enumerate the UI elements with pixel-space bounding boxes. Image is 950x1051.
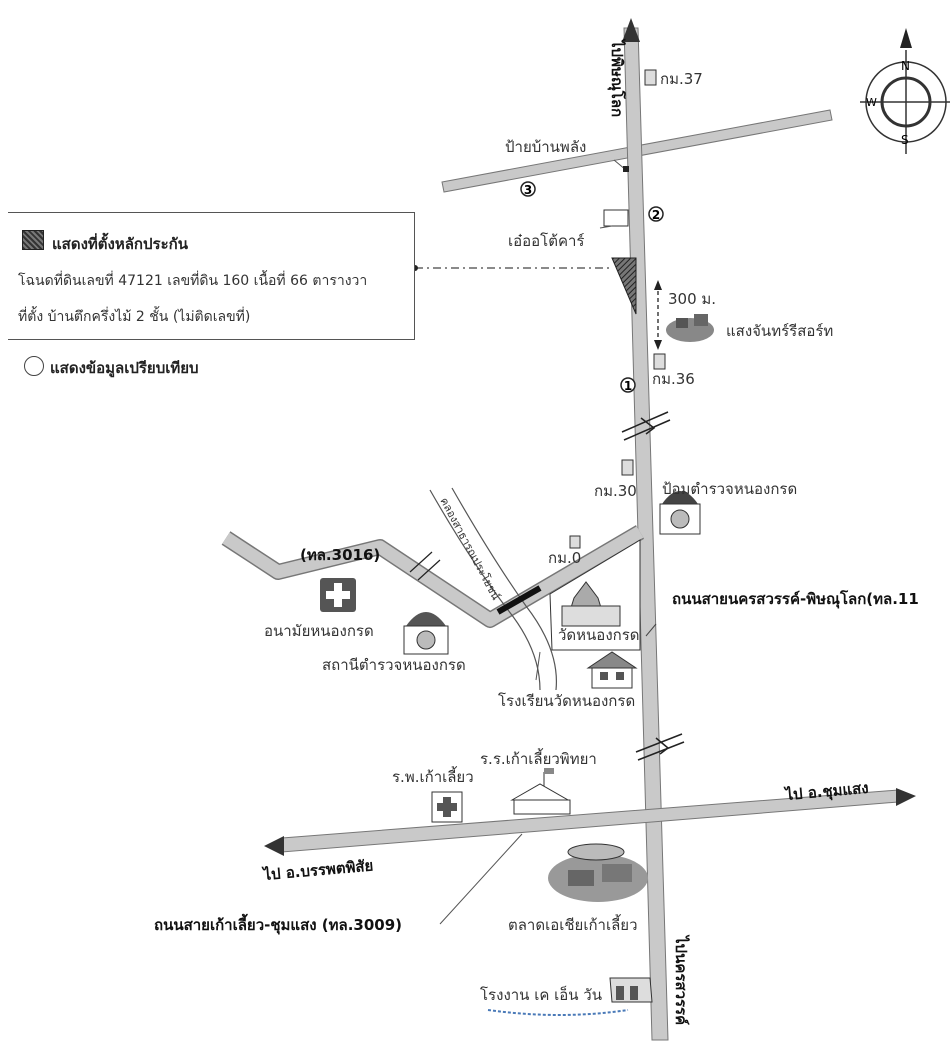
bridge: [496, 585, 542, 615]
compass-w: W: [866, 96, 877, 109]
collateral-site: [611, 257, 637, 315]
km-marker-icon: [653, 353, 666, 370]
main-road-label: ถนนสายนครสวรรค์-พิษณุโลก(ทล.11: [672, 589, 919, 609]
comparison-point-2: 2: [648, 206, 664, 222]
temple-school-label: โรงเรียนวัดหนองกรด: [498, 692, 635, 710]
south-direction-label: ไปนครสวรรค์: [672, 934, 691, 1025]
resort-label: แสงจันทร์รีสอร์ท: [726, 322, 833, 340]
site-legend-swatch: [22, 230, 44, 250]
svg-text:2: 2: [652, 208, 660, 222]
hospital-label: ร.พ.เก้าเลี้ยว: [392, 766, 474, 786]
km-marker-icon: [621, 459, 634, 476]
factory-label: โรงงาน เค เอ็น วัน: [480, 985, 602, 1004]
distance-label: 300 ม.: [668, 290, 716, 308]
car-care-icon: [603, 209, 629, 227]
legend-location-text: ที่ตั้ง บ้านตึกครึ่งไม้ 2 ชั้น (ไม่ติดเล…: [18, 309, 251, 325]
legend-box: [8, 212, 415, 340]
comparison-point-1: 1: [620, 377, 636, 393]
legend-site-title: แสดงที่ตั้งหลักประกัน: [52, 235, 188, 253]
factory-icon: [609, 977, 653, 1003]
km-37-label: กม.37: [660, 70, 703, 88]
temple-school-icon: [586, 651, 638, 689]
health-center-icon: [320, 578, 356, 612]
hospital-icon: [431, 791, 463, 823]
km-36-label: กม.36: [652, 370, 695, 388]
west-direction-label: ไป อ.บรรพตพิสัย: [261, 855, 374, 884]
km-30-label: กม.30: [594, 482, 637, 500]
km-marker-icon: [569, 535, 581, 549]
resort-icon: [666, 314, 714, 342]
police-box-label: ป้อมตำรวจหนองกรด: [662, 480, 797, 498]
svg-text:3: 3: [524, 183, 532, 197]
east-arrow-head: [896, 788, 916, 806]
road-break-side: [409, 551, 441, 581]
compass-n: N: [901, 59, 910, 73]
cross-road-label: ถนนสายเก้าเลี้ยว-ชุมแสง (ทล.3009): [154, 913, 402, 935]
road-break-lower: [635, 733, 685, 761]
compass-rose-icon: [860, 28, 950, 154]
school-label: ร.ร.เก้าเลี้ยวพิทยา: [480, 748, 597, 768]
temple-area: [549, 539, 641, 651]
north-direction-label: ไปพิษณุโลก: [607, 38, 627, 117]
side-road-label: (ทล.3016): [300, 546, 380, 564]
north-arrow-head: [622, 18, 640, 42]
school-icon: [510, 768, 571, 815]
west-arrow-head: [264, 836, 284, 856]
health-center-label: อนามัยหนองกรด: [264, 622, 374, 640]
market-label: ตลาดเอเชียเก้าเลี้ยว: [508, 914, 638, 934]
comparison-point-3: 3: [520, 181, 536, 197]
comparison-legend-icon: [24, 356, 44, 376]
svg-text:1: 1: [624, 379, 632, 393]
road-break-upper: [621, 411, 671, 441]
km-marker-icon: [644, 69, 657, 86]
village-sign-marker: [623, 166, 629, 172]
police-station-icon: [403, 612, 449, 655]
legend-deed-text: โฉนดที่ดินเลขที่ 47121 เลขที่ดิน 160 เนื…: [18, 273, 368, 289]
temple-label: วัดหนองกรด: [558, 626, 640, 644]
village-sign-label: ป้ายบ้านพลัง: [505, 138, 586, 156]
police-box-icon: [659, 491, 701, 535]
legend-comparison-label: แสดงข้อมูลเปรียบเทียบ: [50, 359, 199, 377]
canal: [429, 489, 541, 691]
km-0-label: กม.0: [548, 549, 581, 567]
car-care-label: เอ๋ออโต้คาร์: [508, 232, 584, 250]
market-icon: [548, 843, 648, 902]
compass-s: S: [901, 133, 909, 147]
police-station-label: สถานีตำรวจหนองกรด: [322, 656, 466, 674]
